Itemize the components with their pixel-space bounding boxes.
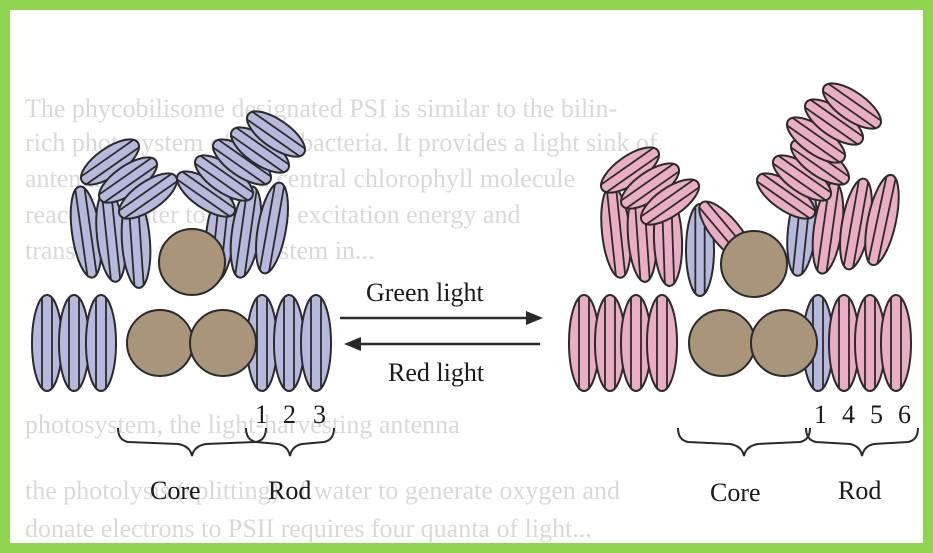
right-rod-number: 6 [898, 402, 911, 428]
right-rod-brace [806, 428, 918, 456]
right-phycobilisome [569, 75, 911, 391]
right-rod-number: 5 [870, 402, 883, 428]
core-disc [751, 310, 817, 376]
core-disc [190, 310, 256, 376]
left-rod-label: Rod [268, 478, 311, 504]
left-rod-number: 2 [283, 402, 296, 428]
rod-disc [274, 295, 304, 391]
core-disc [689, 310, 755, 376]
rod-disc [32, 295, 62, 391]
rod-disc [59, 295, 89, 391]
left-core-brace [118, 428, 266, 456]
core-disc [159, 229, 225, 295]
phycobilisome-diagram [10, 10, 923, 543]
right-rod-label: Rod [838, 478, 881, 504]
rod-disc [301, 295, 331, 391]
left-rod-brace [246, 428, 334, 456]
left-rod-number: 3 [313, 402, 326, 428]
left-phycobilisome [32, 103, 331, 391]
right-core-label: Core [710, 480, 761, 506]
core-disc [127, 310, 193, 376]
left-rod-number: 1 [255, 402, 268, 428]
green-light-arrow [340, 311, 543, 325]
rod-disc [647, 295, 677, 391]
red-light-label: Red light [388, 360, 484, 386]
left-core-label: Core [150, 478, 201, 504]
right-rod-number: 4 [842, 402, 855, 428]
right-rod-number: 1 [814, 402, 827, 428]
rod-disc [86, 295, 116, 391]
red-light-arrow [344, 337, 540, 351]
core-disc [721, 231, 787, 297]
green-light-label: Green light [366, 280, 484, 306]
rod-disc [881, 295, 911, 391]
right-core-brace [678, 428, 810, 456]
